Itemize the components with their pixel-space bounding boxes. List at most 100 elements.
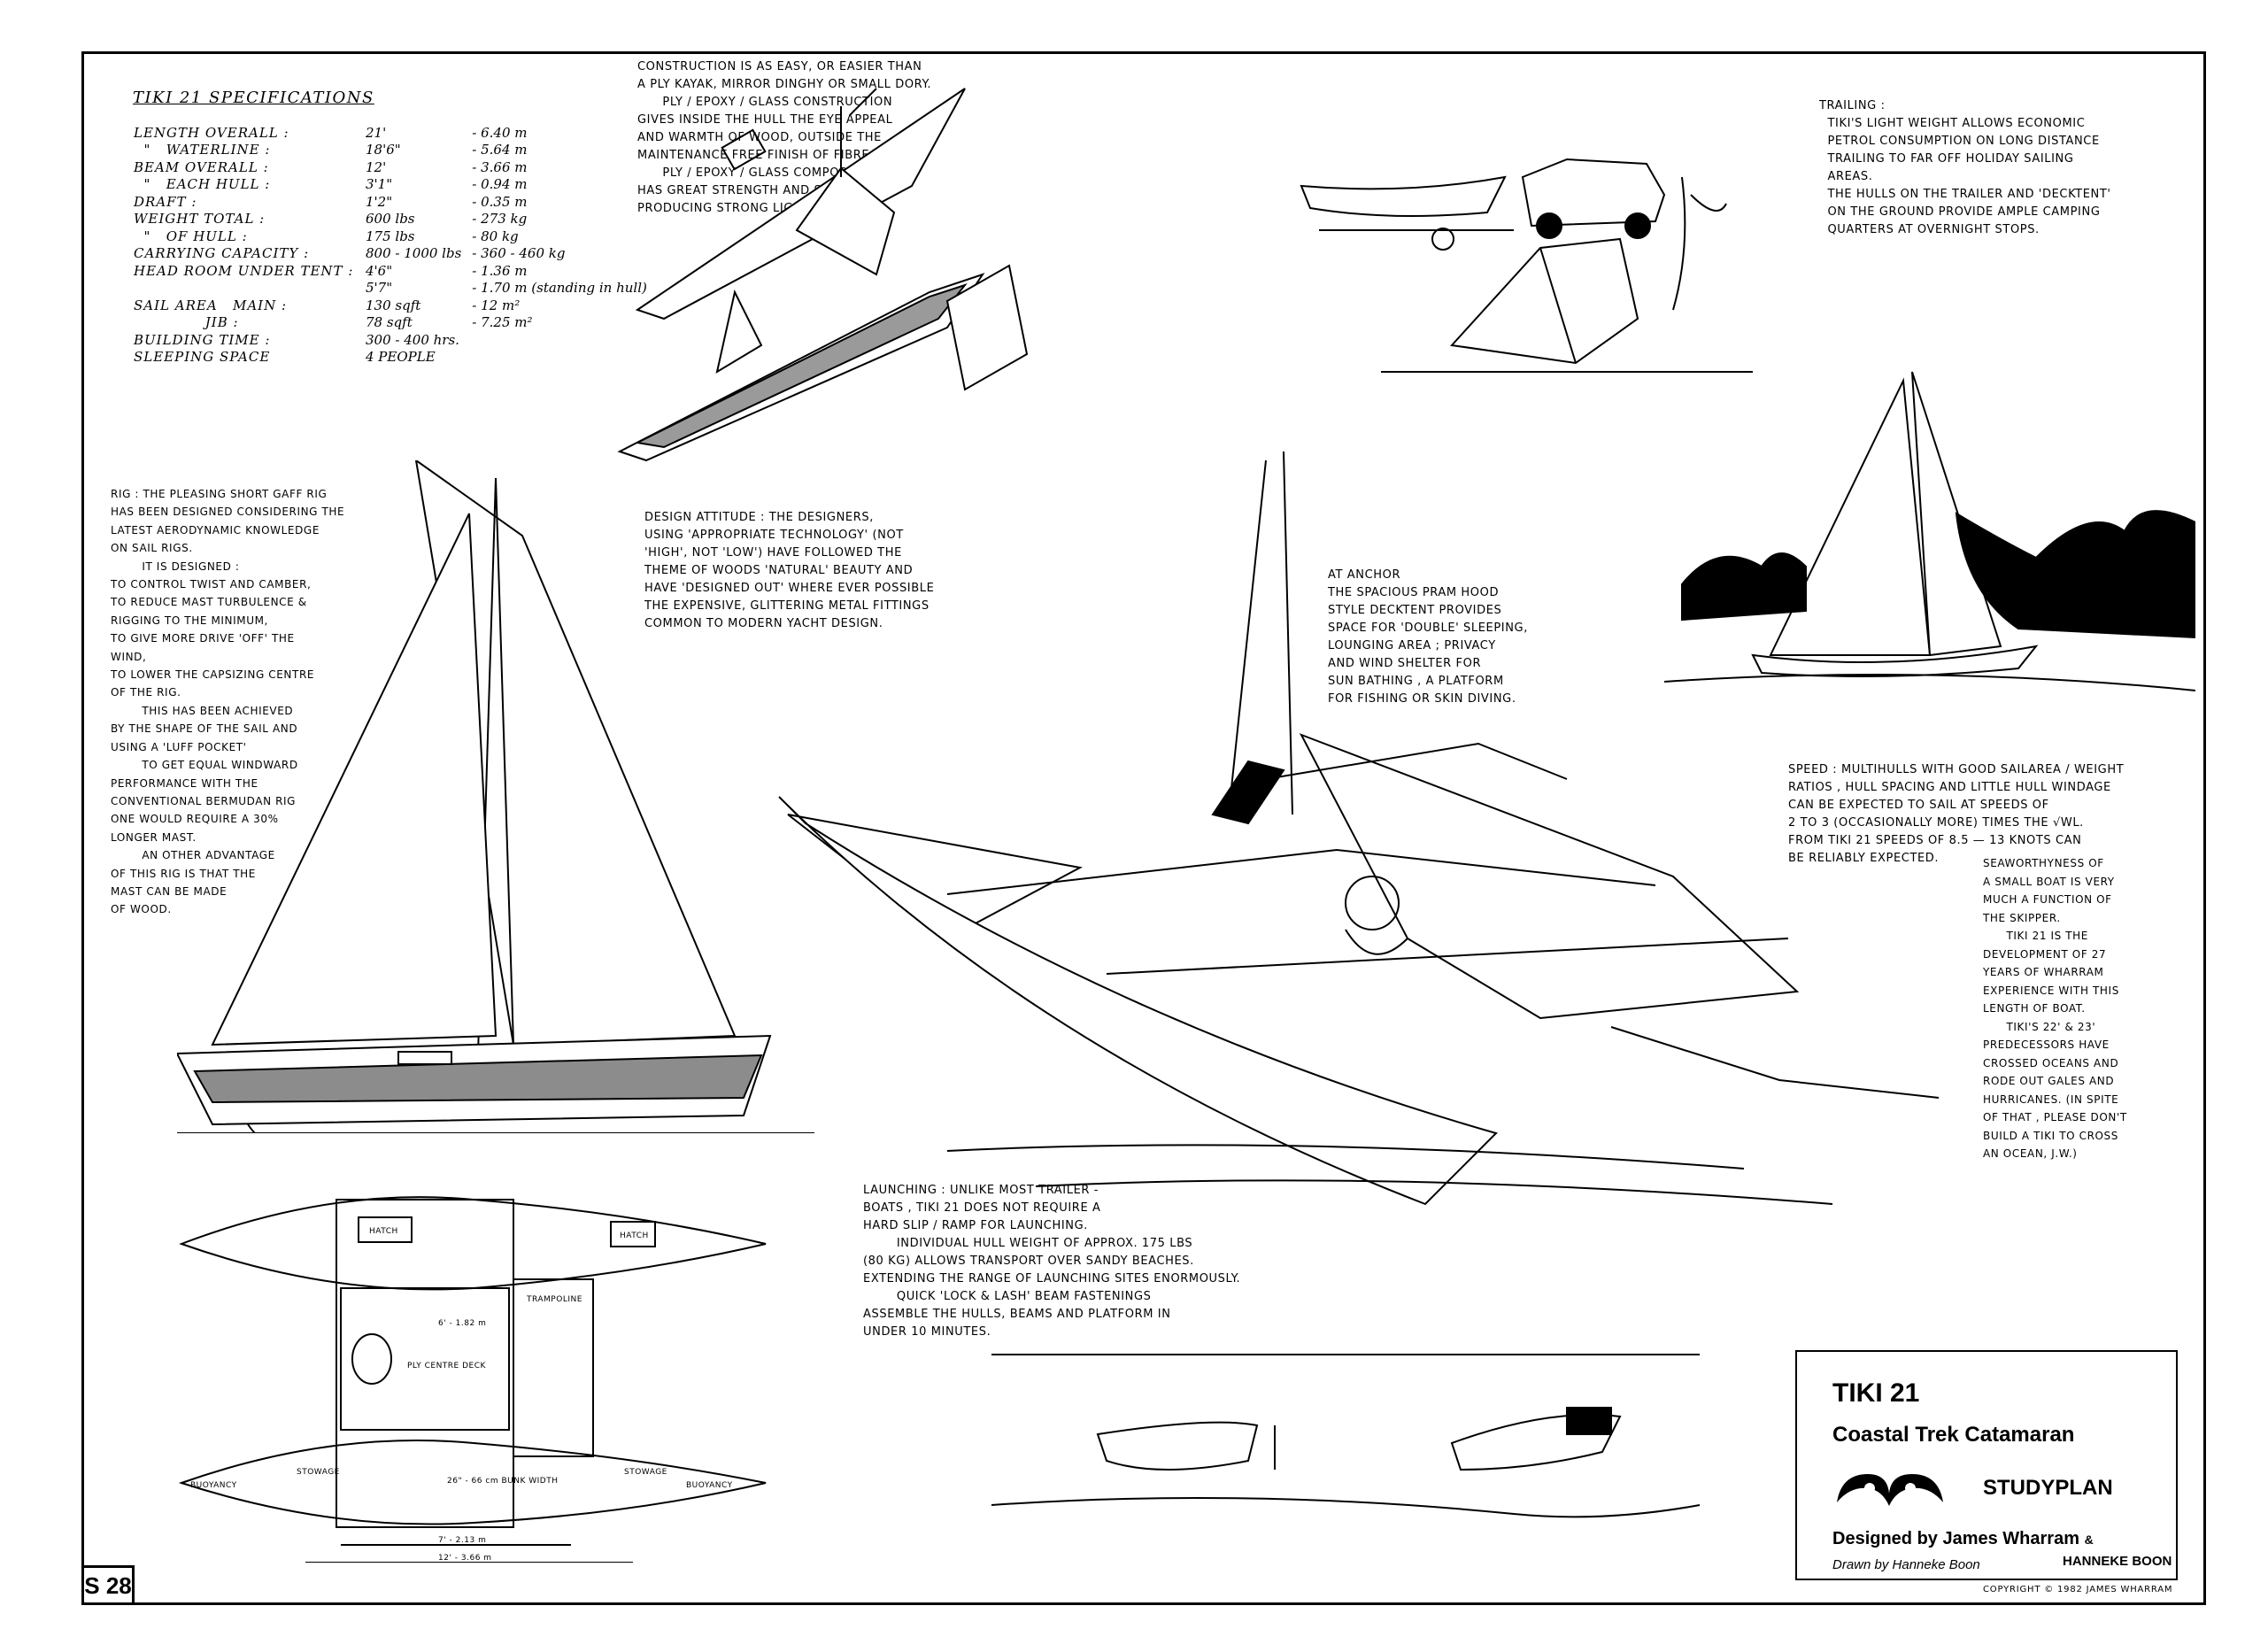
note-line: BUILD A TIKI TO CROSS (1983, 1129, 2118, 1142)
note-line: THE SKIPPER. (1983, 911, 2061, 924)
spec-row: BUILDING TIME :300 - 400 hrs. (128, 331, 652, 349)
note-line: LONGER MAST. (111, 830, 197, 844)
plan-type: STUDYPLAN (1983, 1476, 2113, 1500)
note-line: CROSSED OCEANS AND (1983, 1056, 2119, 1069)
spec-metric: - 360 - 460 kg (472, 245, 566, 262)
plan-dim-inner: 7' - 2.13 m (438, 1536, 486, 1545)
copyright-notice: COPYRIGHT © 1982 James Wharram (1983, 1585, 2173, 1594)
note-line: BOATS , TIKI 21 DOES NOT REQUIRE A (863, 1201, 1101, 1215)
note-line: AND WARMTH OF WOOD, OUTSIDE THE (637, 131, 882, 144)
trailing-sketch (1300, 158, 1753, 373)
plan-beam-dim: 6' - 1.82 m (438, 1319, 486, 1328)
note-line: SEAWORTHYNESS OF (1983, 857, 2104, 869)
sail-plan-elevation (177, 460, 814, 1133)
spec-imperial: 5'7" (366, 280, 393, 297)
spec-label: SAIL AREA MAIN : (134, 297, 288, 313)
note-line: WIND, (111, 650, 147, 663)
note-line: PREDECESSORS HAVE (1983, 1038, 2110, 1051)
note-line: TIKI 21 IS THE (1983, 930, 2088, 942)
spec-row: JIB :78 sqft- 7.25 m² (128, 314, 652, 332)
note-line: AN OCEAN, J.W.) (1983, 1147, 2078, 1160)
spec-label (128, 280, 360, 297)
spec-imperial: 12' (366, 158, 387, 175)
note-line: PLY / EPOXY / GLASS CONSTRUCTION (637, 96, 893, 109)
spec-row: " EACH HULL :3'1"- 0.94 m (128, 176, 652, 194)
note-line: TRAILING : (1819, 99, 1886, 112)
note-line: AN OTHER ADVANTAGE (111, 849, 275, 862)
specs-title: TIKI 21 SPECIFICATIONS (133, 89, 374, 107)
note-line: TRAILING TO FAR OFF HOLIDAY SAILING (1819, 152, 2074, 166)
sailing-catamaran-sketch (1664, 371, 2195, 691)
note-line: BE RELIABLY EXPECTED. (1788, 852, 1940, 865)
spec-row: SAIL AREA MAIN : 130 sqft - 12 m² (128, 297, 652, 314)
note-line: USING 'APPROPRIATE TECHNOLOGY' (NOT (644, 529, 904, 542)
spec-metric: - 1.36 m (472, 262, 528, 279)
spec-metric: - 3.66 m (472, 158, 528, 175)
spec-metric: - 12 m² (472, 297, 521, 313)
note-line: QUARTERS AT OVERNIGHT STOPS. (1819, 223, 2040, 236)
note-line: CAN BE EXPECTED TO SAIL AT SPEEDS OF (1788, 799, 2049, 812)
note-line: SUN BATHING , A PLATFORM (1328, 675, 1504, 688)
drawing-sheet-border (81, 51, 2206, 1605)
note-line: TO LOWER THE CAPSIZING CENTRE (111, 668, 315, 682)
note-line: LENGTH OF BOAT. (1983, 1002, 2086, 1015)
note-line: AREAS. (1819, 170, 1873, 183)
spec-row: LENGTH OVERALL :21'- 6.40 m (128, 124, 652, 142)
plan-trampoline: TRAMPOLINE (526, 1295, 582, 1304)
note-line: DESIGN ATTITUDE : THE DESIGNERS, (644, 511, 874, 524)
spec-metric: - 80 kg (472, 228, 519, 244)
note-line: LATEST AERODYNAMIC KNOWLEDGE (111, 523, 320, 537)
spec-imperial: 130 sqft (366, 297, 421, 313)
note-line: ON THE GROUND PROVIDE AMPLE CAMPING (1819, 205, 2101, 219)
note-line: TO GIVE MORE DRIVE 'OFF' THE (111, 632, 295, 645)
note-line: FOR FISHING OR SKIN DIVING. (1328, 692, 1516, 706)
note-line: UNDER 10 MINUTES. (863, 1325, 991, 1339)
spec-metric: - 0.35 m (472, 193, 528, 210)
spec-label: SLEEPING SPACE (134, 349, 271, 366)
note-line: 2 TO 3 (OCCASIONALLY MORE) TIMES THE √WL… (1788, 816, 2084, 830)
plan-subtitle: Coastal Trek Catamaran (1832, 1423, 2075, 1447)
note-line: A SMALL BOAT IS VERY (1983, 875, 2115, 888)
spec-imperial: 800 - 1000 lbs (366, 245, 462, 262)
note-line: THE EXPENSIVE, GLITTERING METAL FITTINGS (644, 599, 930, 613)
note-line: QUICK 'LOCK & LASH' BEAM FASTENINGS (863, 1290, 1152, 1303)
note-line: INDIVIDUAL HULL WEIGHT OF APPROX. 175 lb… (863, 1237, 1193, 1250)
spec-label: BEAM OVERALL : (134, 158, 269, 175)
note-line: THEME OF WOODS 'NATURAL' BEAUTY AND (644, 564, 914, 577)
note-line: GIVES INSIDE THE HULL THE EYE APPEAL (637, 113, 893, 127)
note-line: HARD SLIP / RAMP FOR LAUNCHING. (863, 1219, 1089, 1232)
note-line: (80 kg) ALLOWS TRANSPORT OVER SANDY BEAC… (863, 1255, 1194, 1268)
hull-construction-drawing (617, 88, 1029, 462)
note-line: YEARS OF WHARRAM (1983, 966, 2104, 978)
note-line: OF THIS RIG IS THAT THE (111, 867, 256, 880)
note-line: IT IS DESIGNED : (111, 560, 240, 573)
spec-label: DRAFT : (134, 193, 197, 210)
catamaran-at-anchor-drawing (778, 451, 1940, 1206)
spec-row: 5'7" - 1.70 m (standing in hull) (128, 280, 652, 297)
note-line: RATIOS , HULL SPACING AND LITTLE HULL WI… (1788, 781, 2111, 794)
note-line: DEVELOPMENT OF 27 (1983, 947, 2107, 961)
spec-row: DRAFT :1'2"- 0.35 m (128, 193, 652, 211)
note-line: 'HIGH', NOT 'LOW') HAVE FOLLOWED THE (644, 546, 902, 560)
note-line: RODE OUT GALES AND (1983, 1075, 2115, 1087)
note-line: A PLY KAYAK, MIRROR DINGHY OR SMALL DORY… (637, 78, 932, 91)
plan-hatch-left: HATCH (369, 1227, 398, 1236)
spec-imperial: 4'6" (366, 262, 393, 279)
spec-imperial: 18'6" (366, 142, 401, 158)
spec-metric: - 1.70 m (standing in hull) (472, 280, 647, 297)
spec-row: HEAD ROOM UNDER TENT :4'6"- 1.36 m (128, 262, 652, 280)
note-line: THE SPACIOUS PRAM HOOD (1328, 586, 1500, 599)
spec-imperial: 21' (366, 124, 387, 141)
note-line: EXTENDING THE RANGE OF LAUNCHING SITES E… (863, 1272, 1241, 1285)
spec-imperial: 175 lbs (366, 228, 415, 244)
spec-metric: - 273 kg (472, 211, 528, 228)
spec-row: CARRYING CAPACITY :800 - 1000 lbs- 360 -… (128, 245, 652, 263)
note-line: LOUNGING AREA ; PRIVACY (1328, 639, 1496, 652)
note-line: BY THE SHAPE OF THE SAIL AND (111, 722, 298, 736)
plan-stowage-right: STOWAGE (624, 1468, 667, 1477)
plan-title: TIKI 21 (1832, 1378, 1920, 1408)
note-line: OF THAT , PLEASE DON'T (1983, 1111, 2127, 1123)
